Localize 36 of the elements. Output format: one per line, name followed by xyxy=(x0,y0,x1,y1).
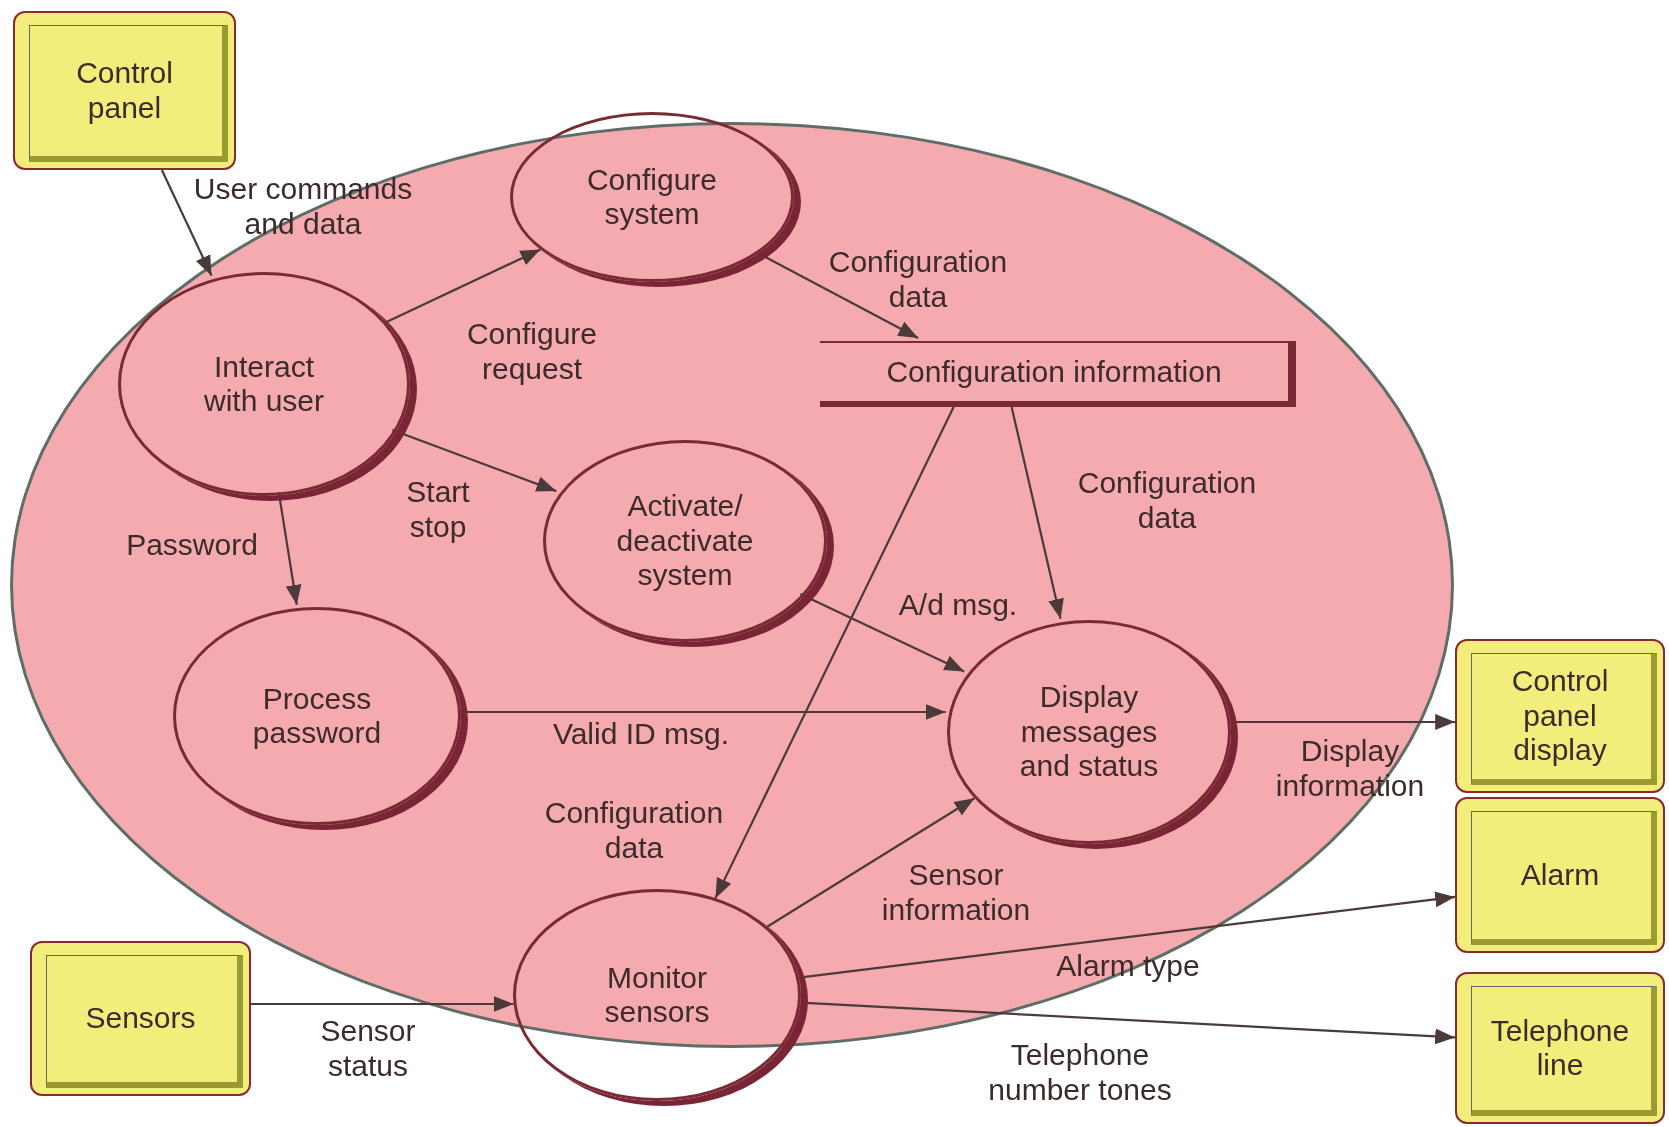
entity-label: Telephone line xyxy=(1489,1013,1631,1083)
arrow xyxy=(391,428,557,493)
edge-label: Configuration data xyxy=(827,244,1009,314)
data-store xyxy=(820,341,1296,407)
arrow xyxy=(160,169,213,277)
entity-label: Control panel display xyxy=(1510,664,1610,768)
process-label: Display messages and status xyxy=(1018,680,1160,784)
data-store-label: Configuration information xyxy=(886,354,1222,390)
edge-label: Valid ID msg. xyxy=(551,716,731,752)
process-label: Interact with user xyxy=(202,349,325,419)
edge-label: Password xyxy=(125,527,259,563)
edge-label: A/d msg. xyxy=(897,587,1019,623)
edge-label: Start stop xyxy=(405,474,471,544)
process-label: Monitor sensors xyxy=(603,960,711,1030)
edge-label: Configuration data xyxy=(1076,465,1258,535)
arrow xyxy=(385,248,541,324)
arrow xyxy=(766,797,975,928)
process-label: Process password xyxy=(251,681,383,751)
edge-label: Configure request xyxy=(465,316,599,386)
external-entity-box xyxy=(30,941,251,1096)
entity-label: Alarm xyxy=(1520,857,1600,893)
edge-label: Configuration data xyxy=(543,795,725,865)
arrow xyxy=(251,996,514,1012)
external-entity-box xyxy=(1455,639,1665,793)
external-entity-box xyxy=(1455,972,1665,1124)
edge-label: Telephone number tones xyxy=(987,1037,1173,1107)
process-label: Activate/ deactivate system xyxy=(615,489,755,593)
edge-label: Alarm type xyxy=(1055,948,1201,984)
edge-label: Sensor information xyxy=(880,857,1032,927)
entity-label: Control panel xyxy=(75,56,174,125)
external-entity-box xyxy=(13,11,236,170)
entity-label: Sensors xyxy=(85,1001,196,1036)
external-entity-box xyxy=(1455,797,1665,953)
arrow xyxy=(799,592,965,673)
process-label: Configure system xyxy=(585,162,719,232)
edge-label: Sensor status xyxy=(319,1013,417,1083)
